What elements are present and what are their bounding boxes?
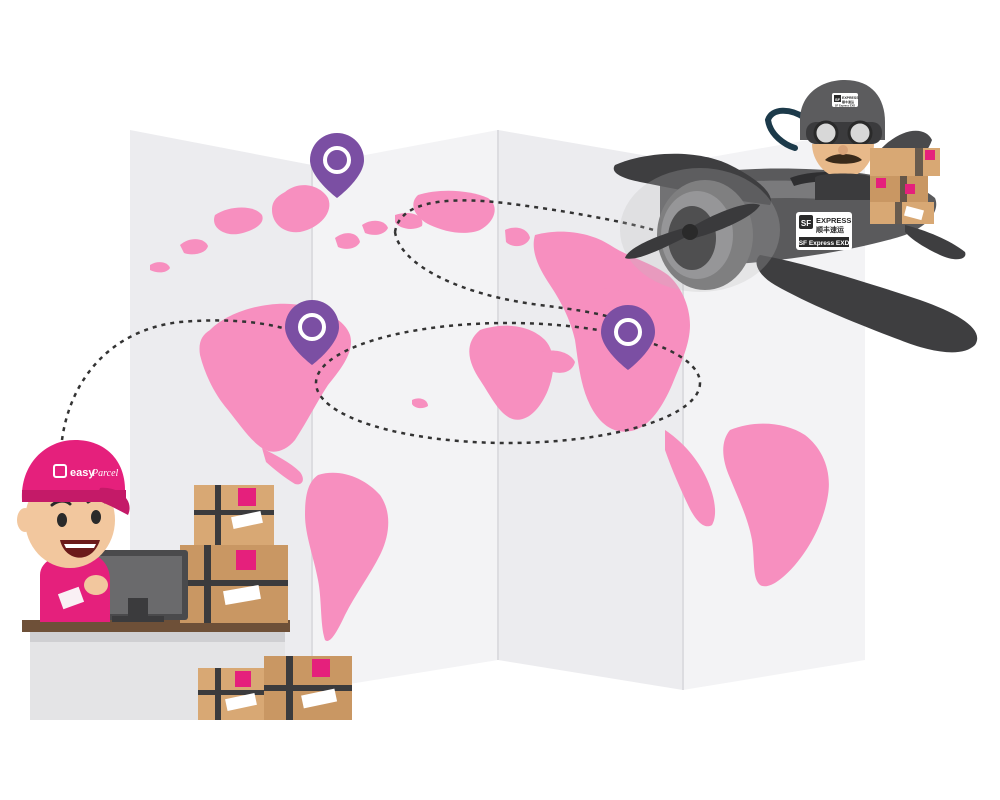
helmet-sf-logo: SF xyxy=(835,97,841,102)
cap-brand-suffix: Parcel xyxy=(91,468,119,479)
parcel-box-icon xyxy=(264,656,352,720)
cjk-brand: 顺丰速运 xyxy=(816,225,845,234)
parcel-box-icon xyxy=(870,148,940,224)
map-pin-icon xyxy=(285,300,339,365)
delivery-routes xyxy=(60,199,702,445)
helmet-subtitle: SF Express EXD xyxy=(835,104,855,108)
sf-logo-text: SF xyxy=(801,219,811,228)
map-pin-icon xyxy=(601,305,655,370)
continents xyxy=(150,185,829,641)
sf-express-badge: SF EXPRESS 顺丰速运 SF Express EXD xyxy=(796,212,852,250)
map-pin-icon xyxy=(310,133,364,198)
badge-subtitle: SF Express EXD xyxy=(799,240,850,247)
parcel-box-icon xyxy=(194,485,274,545)
parcel-box-icon xyxy=(198,668,270,720)
helmet-cjk: 顺丰速运 xyxy=(842,99,854,104)
cap-logo: easy Parcel xyxy=(53,464,119,479)
express-word: EXPRESS xyxy=(816,216,851,225)
parcel-box-icon xyxy=(180,545,288,623)
clerk-character xyxy=(17,440,130,622)
cap-brand-prefix: easy xyxy=(70,467,95,479)
helmet-express: EXPRESS xyxy=(842,96,859,100)
